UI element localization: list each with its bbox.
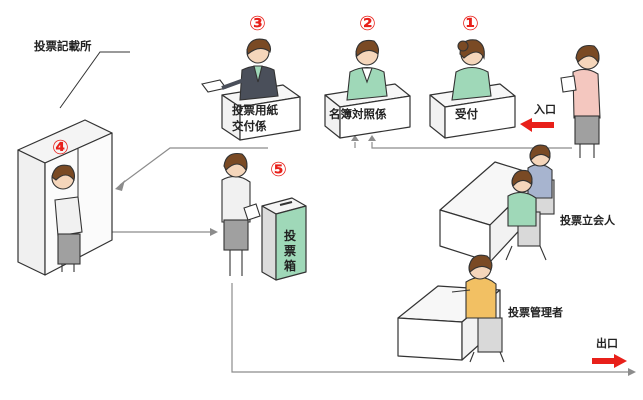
voter-4-skirt	[57, 233, 81, 265]
staff-reception	[451, 39, 492, 101]
desk-reception-label: 受付	[455, 107, 478, 121]
flow-arrowheads	[115, 135, 636, 376]
voter-at-ballot-box	[221, 152, 261, 276]
ballot-box-label-3: 箱	[284, 258, 296, 273]
step-number-5: ⑤	[270, 157, 287, 181]
manager-figure	[451, 254, 505, 363]
voter-4-shirt	[54, 196, 83, 237]
witnesses-label: 投票立会人	[560, 213, 616, 227]
booth-area-label: 投票記載所	[34, 39, 92, 53]
step-number-2: ②	[359, 11, 376, 35]
step-number-3: ③	[249, 11, 266, 35]
entrance-label: 入口	[534, 103, 556, 116]
booth-leader-line	[59, 51, 130, 109]
desk-ballot-label-line1: 投票用紙	[232, 103, 278, 117]
voter-4-hair	[51, 164, 76, 182]
arrowhead-box	[210, 228, 218, 236]
step-number-1: ①	[462, 11, 479, 35]
ballot-box-label-1: 投	[284, 228, 296, 243]
desk-register-label: 名簿対照係	[329, 107, 387, 121]
entrance-arrow	[520, 118, 554, 132]
entrance-arrow-icon	[520, 118, 554, 132]
step-number-4: ④	[52, 135, 69, 159]
exit-label: 出口	[596, 336, 618, 350]
desk-ballot-label-line2: 交付係	[232, 119, 267, 133]
flow-line-reception-to-register	[371, 142, 572, 149]
arrowhead-booth	[115, 180, 125, 191]
booth-left-panel	[17, 149, 46, 276]
staff-ballot-paper	[201, 38, 279, 101]
exit-arrow	[592, 354, 627, 368]
manager-label: 投票管理者	[508, 305, 563, 319]
arrow-right-icon	[592, 354, 627, 368]
ballot-box-label-2: 票	[284, 244, 296, 258]
flow-line-box-to-exit	[231, 283, 628, 373]
arrowhead-exit	[628, 368, 636, 376]
staff-register	[346, 39, 388, 101]
witnesses-group	[505, 144, 555, 261]
voter-entering	[560, 44, 601, 158]
flow-line-to-booth	[119, 147, 268, 186]
desk-ballot-paper	[221, 84, 301, 141]
arrowhead-ballot	[351, 135, 359, 141]
flow-lines	[98, 142, 628, 373]
ballot-box	[261, 197, 307, 281]
arrowhead-register	[368, 135, 376, 141]
voter-in-booth	[51, 164, 83, 272]
